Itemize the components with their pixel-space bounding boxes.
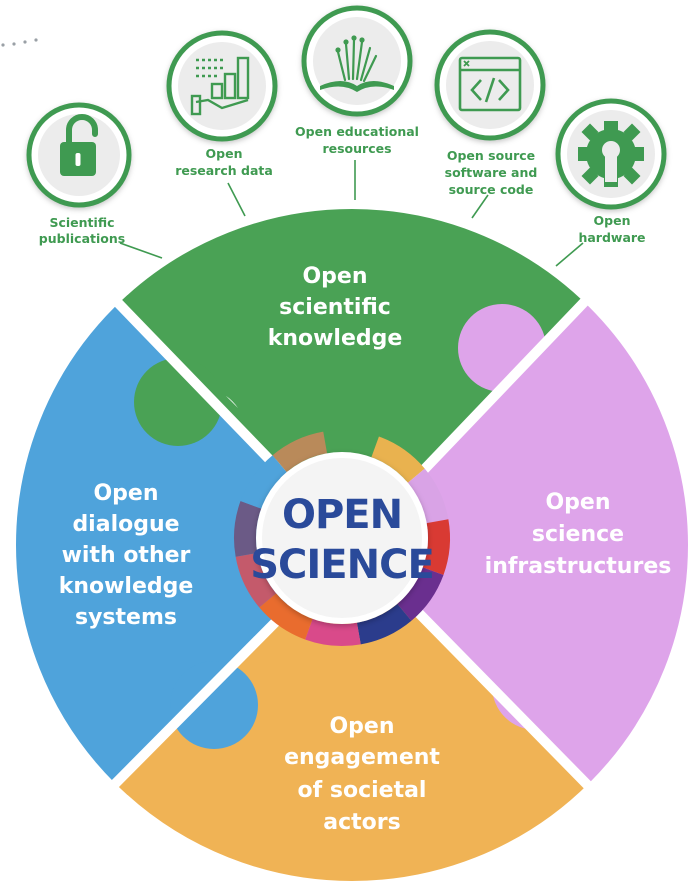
pillar-label-line: Open educational [295,124,419,139]
pillar-open-hardware: Open hardware [555,98,667,245]
pillar-open-source-software: Open source software and source code [434,29,546,197]
ring-segment [371,436,425,483]
center-title-line1: OPEN [282,492,402,538]
pillar-label-line: research data [175,163,273,178]
segment-knowledge-line: scientific [279,295,391,320]
segment-dialogue-line: Open [93,481,158,506]
pillar-open-research-data: Open research data [166,30,278,178]
segment-engagement-line: Open [329,714,394,739]
center-title-line2: SCIENCE [250,542,434,588]
ring-segment [422,519,450,575]
segment-dialogue-line: dialogue [72,512,179,537]
ring-segment [235,552,277,608]
puzzle-disc [14,207,688,881]
ring-segment [234,501,262,557]
knob-infra-top [458,304,546,392]
pillar-label-line: software and [445,165,538,180]
segment-dialogue-line: knowledge [59,574,194,599]
segment-infrastructures-label: Open science infrastructures [485,490,672,579]
segment-dialogue-line: systems [75,605,177,630]
pillar-label-line: publications [39,231,125,246]
segment-dialogue-label: Open dialogue with other knowledge syste… [59,481,194,630]
pillar-open-educational-resources: Open educational resources [295,5,419,156]
decorative-dots [1,38,38,47]
segment-knowledge-label: Open scientific knowledge [268,264,403,351]
ring-segment [305,618,361,646]
unlocked-padlock-icon [60,114,98,176]
segment-engagement-label: Open engagement of societal actors [284,714,440,835]
pillar-label-line: source code [449,182,534,197]
segment-infrastructures-line: infrastructures [485,554,672,579]
ring-segment [240,455,287,509]
open-book-icon [320,35,394,92]
knob-infra-bottom [492,642,580,730]
pillar-label-line: Open [594,213,631,228]
segment-knowledge-line: Open [302,264,367,289]
segment-infrastructures-line: Open [545,490,610,515]
segment-engagement-line: actors [323,810,400,835]
ring-segment [259,593,313,640]
segment-infrastructures-shape [352,207,688,881]
ring-segment [356,603,412,645]
segment-infrastructures-line: science [532,522,624,547]
pillar-label-line: hardware [578,230,645,245]
segment-engagement-line: of societal [298,778,427,803]
pillar-scientific-publications: Scientific publications [26,102,132,246]
ring-segment [407,468,449,524]
segment-engagement-line: engagement [284,745,440,770]
ring-segment [397,567,444,621]
knob-knowledge-left [134,358,222,446]
segment-dialogue-shape [14,207,352,881]
gear-hardware-icon [578,121,644,187]
research-data-chart-icon [190,56,250,116]
pillar-label-line: resources [322,141,391,156]
ring-segment [323,430,379,458]
pillar-label-line: Open [206,146,243,161]
segment-engagement-shape [14,545,688,881]
knob-dialogue-bottom [170,661,258,749]
segment-knowledge-line: knowledge [268,326,403,351]
ring-segment [272,431,328,473]
segment-dialogue-line: with other [62,543,191,568]
segment-knowledge-shape [14,207,688,545]
center-color-ring [234,430,450,646]
pillar-label-line: Scientific [49,215,114,230]
source-code-window-icon [458,56,522,112]
pillar-connectors [119,160,584,267]
pillar-label-line: Open source [447,148,535,163]
